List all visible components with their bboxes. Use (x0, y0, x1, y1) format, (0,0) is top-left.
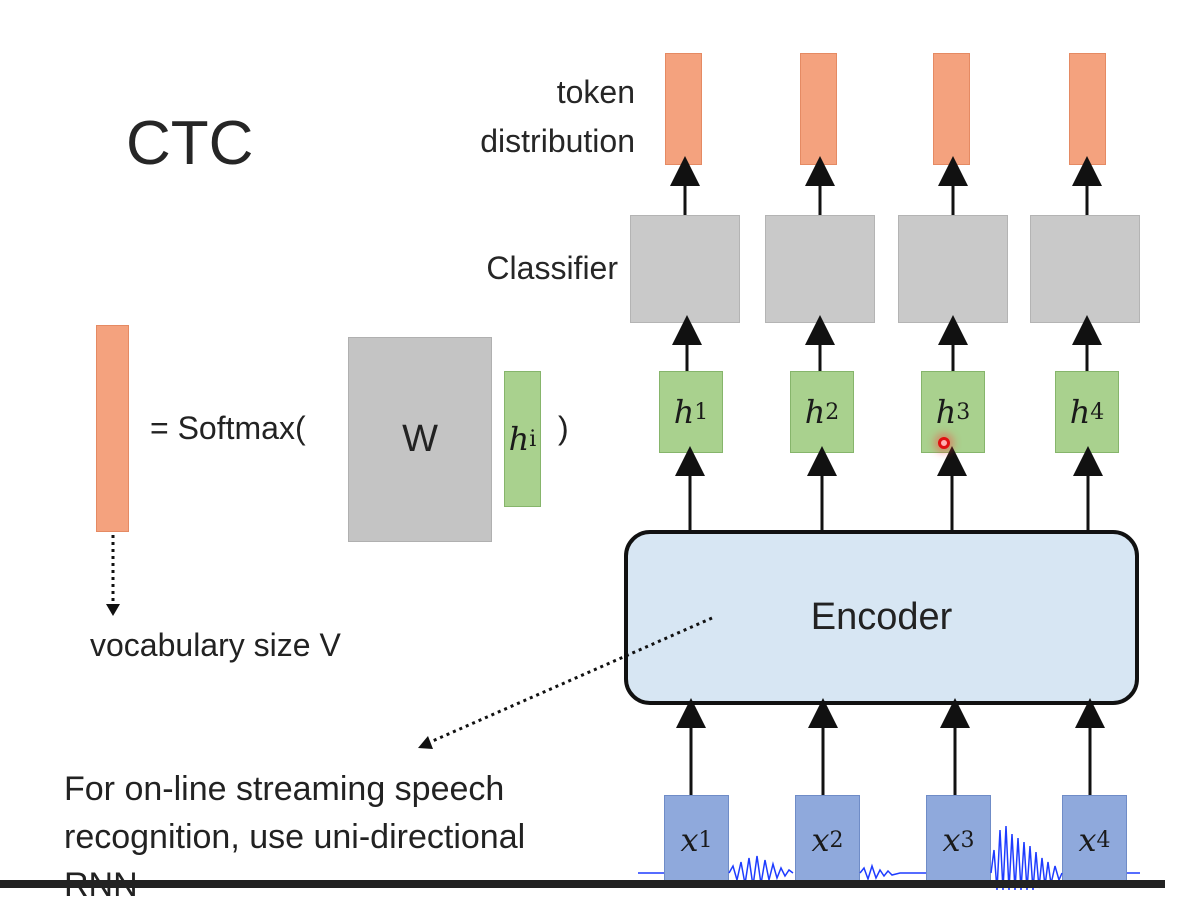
note-line-1: For on-line streaming speech (64, 770, 505, 808)
video-progress-bar[interactable] (0, 880, 1165, 888)
close-paren: ) (558, 410, 569, 446)
vocabulary-size-label: vocabulary size V (90, 627, 341, 663)
classifier-box-3 (898, 215, 1008, 323)
weight-matrix: W (348, 337, 492, 542)
classifier-box-2 (765, 215, 875, 323)
pointer-cursor-indicator (938, 437, 950, 449)
output-distribution-bar (96, 325, 129, 532)
dotted-arrowhead-vocab (106, 604, 120, 616)
weight-matrix-label: W (402, 418, 438, 460)
classifier-box-4 (1030, 215, 1140, 323)
dotted-line-note (427, 616, 713, 745)
streaming-note: For on-line streaming speech recognition… (64, 765, 624, 909)
classifier-box-1 (630, 215, 740, 323)
token-label-line1: token (556, 74, 635, 110)
token-distribution-1 (665, 53, 702, 165)
softmax-text: = Softmax( (150, 410, 306, 446)
note-line-2: recognition, use uni-directional (64, 818, 526, 856)
dotted-arrowhead-note (418, 736, 433, 749)
slide-title: CTC (126, 109, 254, 178)
classifier-label: Classifier (486, 250, 618, 286)
encoder-label: Encoder (810, 596, 953, 638)
token-label-line2: distribution (480, 123, 635, 159)
